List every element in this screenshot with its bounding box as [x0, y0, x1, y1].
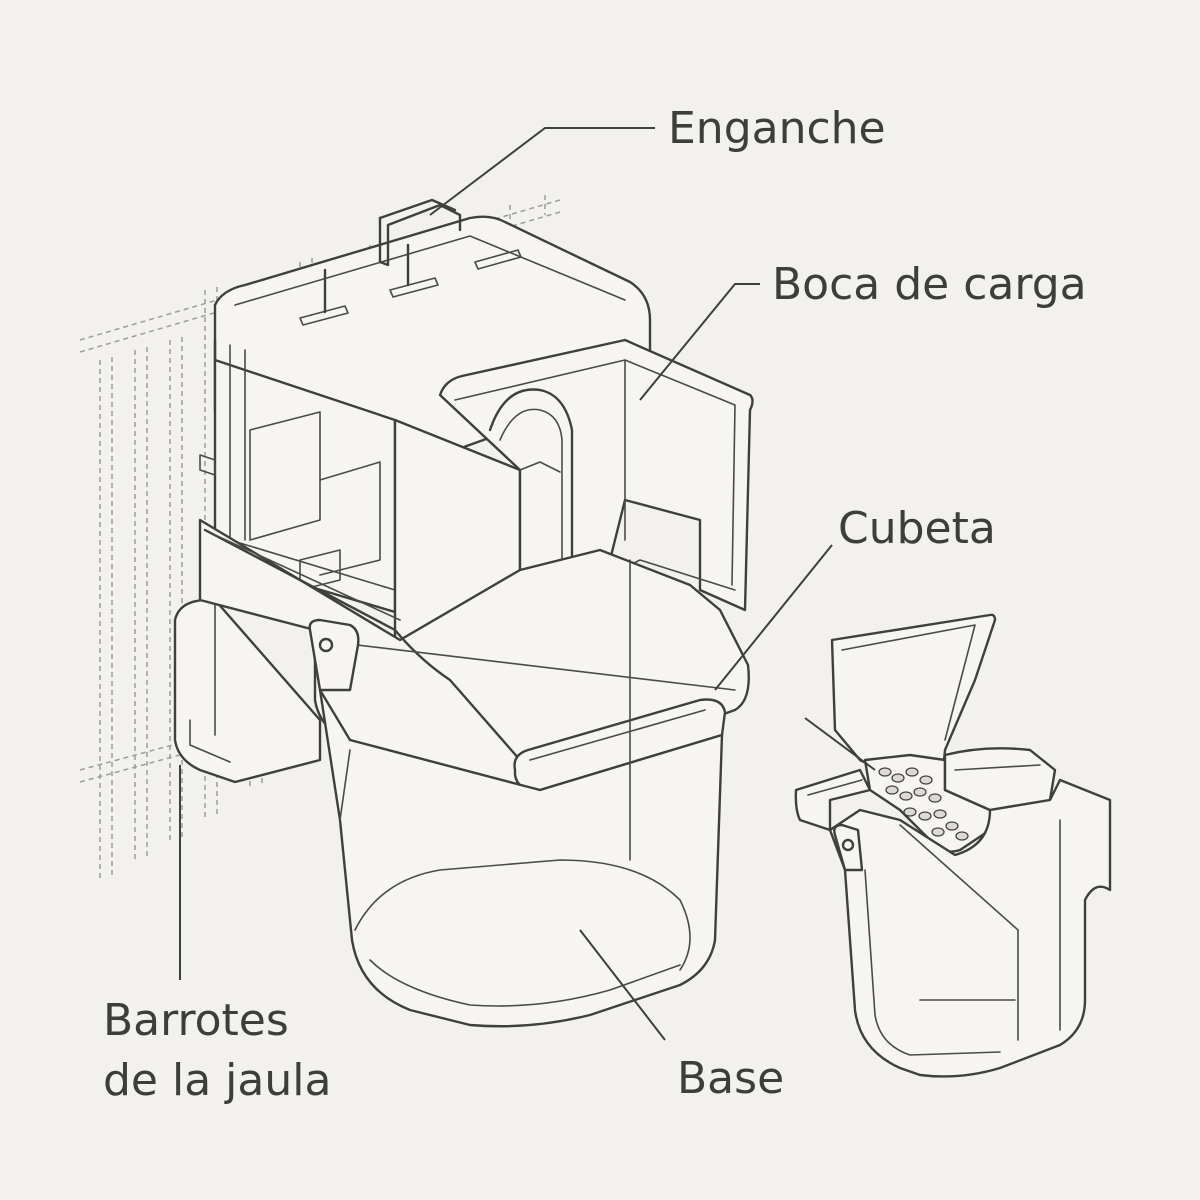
label-barrotes-line2: de la jaula	[103, 1055, 331, 1106]
label-boca-de-carga: Boca de carga	[772, 259, 1087, 310]
label-barrotes-line1: Barrotes	[103, 995, 289, 1046]
leader-boca-de-carga	[639, 283, 760, 401]
leader-lines	[179, 127, 876, 1041]
leader-base	[579, 929, 666, 1041]
label-cubeta: Cubeta	[838, 503, 996, 554]
inset-feeder-illustration	[794, 613, 1112, 1078]
labels: Enganche Boca de carga Cubeta Barrotes d…	[103, 103, 1087, 1106]
base-illustration	[318, 559, 724, 1028]
back-tray-illustration	[173, 598, 322, 784]
leader-enganche	[429, 127, 655, 216]
label-base: Base	[677, 1053, 784, 1104]
leader-cubeta	[714, 544, 833, 691]
seed-pile-illustration	[878, 767, 969, 841]
label-enganche: Enganche	[668, 103, 886, 154]
leader-inset	[804, 717, 876, 771]
